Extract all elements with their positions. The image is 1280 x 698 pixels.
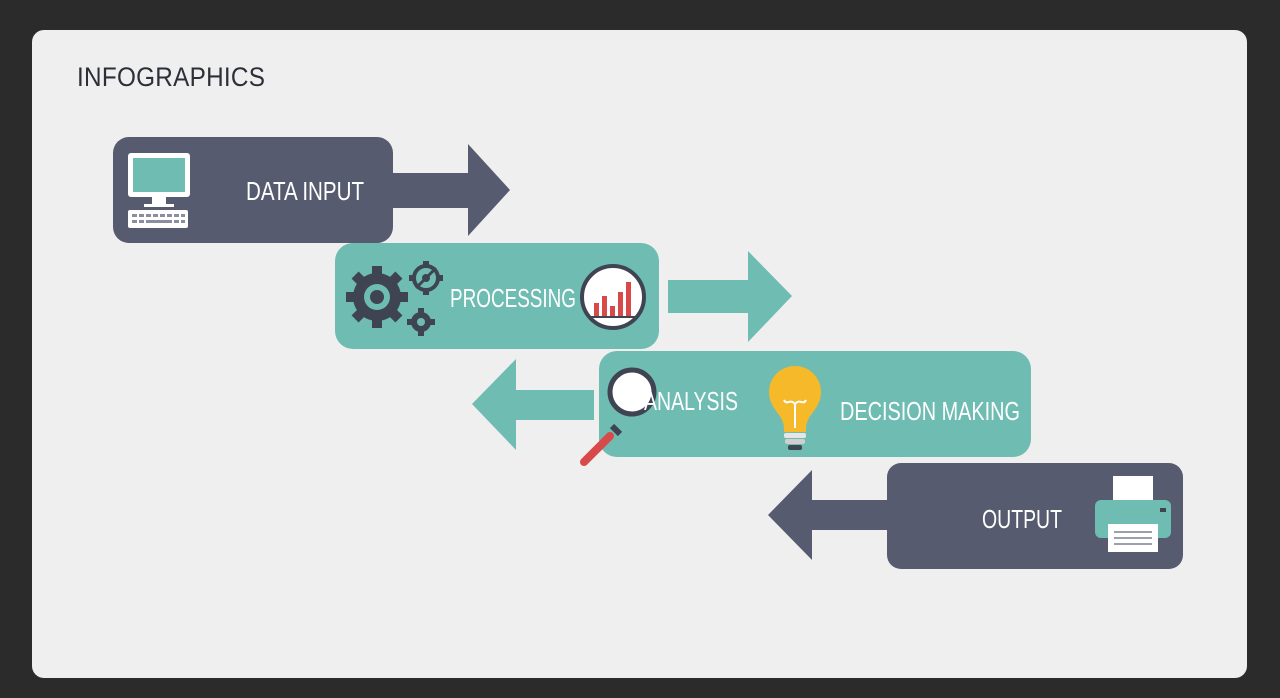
step-decision-making: DECISION MAKING (769, 366, 1020, 450)
output-arrow (768, 470, 890, 560)
gears-icon (346, 261, 443, 336)
bar-chart-icon (580, 264, 646, 330)
step-processing: PROCESSING (335, 243, 792, 349)
analysis-label: ANALYSIS (644, 386, 738, 416)
output-label: OUTPUT (982, 504, 1062, 534)
process-flow-diagram: DATA INPUT (113, 137, 1183, 569)
step-data-input: DATA INPUT (113, 137, 510, 243)
processing-label: PROCESSING (450, 283, 576, 313)
processing-arrow (668, 251, 792, 342)
page-title: INFOGRAPHICS (77, 62, 266, 92)
analysis-arrow (472, 359, 594, 450)
infographic-canvas: INFOGRAPHICS (32, 30, 1247, 678)
data-input-label: DATA INPUT (246, 176, 364, 206)
decision-making-label: DECISION MAKING (840, 396, 1020, 426)
printer-icon (1095, 476, 1171, 552)
computer-icon (128, 153, 190, 228)
step-output: OUTPUT (768, 463, 1183, 569)
magnifier-icon (580, 367, 657, 466)
lightbulb-icon (769, 366, 821, 450)
data-input-arrow (390, 144, 510, 236)
